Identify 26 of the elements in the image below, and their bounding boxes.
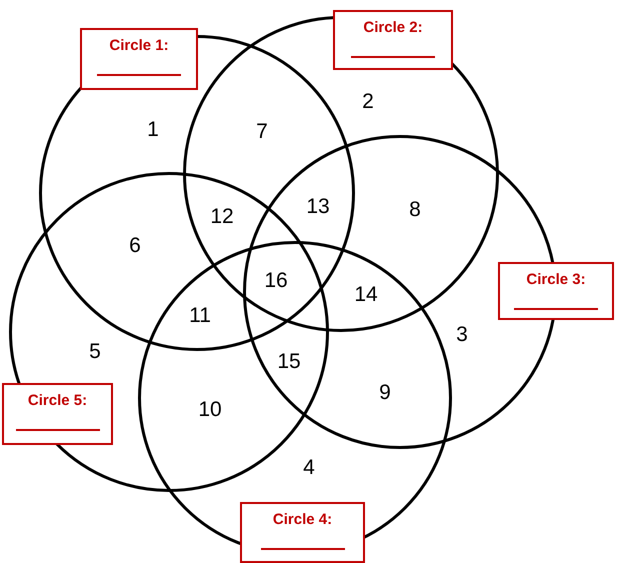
circle-label-box — [498, 262, 614, 320]
region-number: 13 — [306, 195, 330, 219]
region-number: 2 — [362, 90, 374, 114]
region-number: 5 — [89, 340, 101, 364]
region-number: 14 — [354, 283, 378, 307]
circle-label: Circle 2: — [363, 19, 423, 36]
region-number: 8 — [409, 198, 421, 222]
circle-label: Circle 5: — [28, 392, 88, 409]
circle-label-box — [333, 10, 453, 70]
region-number: 3 — [456, 323, 468, 347]
circle-label: Circle 1: — [109, 37, 169, 54]
region-number: 11 — [189, 304, 211, 328]
region-number: 1 — [147, 118, 159, 142]
region-number: 12 — [210, 205, 234, 229]
circle-label: Circle 4: — [272, 511, 332, 528]
region-number: 15 — [277, 350, 301, 374]
circle-label-box — [80, 28, 198, 90]
region-number: 10 — [198, 398, 222, 422]
circle-label: Circle 3: — [526, 271, 586, 288]
region-number: 16 — [264, 269, 288, 293]
region-number: 7 — [256, 120, 268, 144]
circle-label-box — [240, 502, 365, 563]
region-number: 4 — [303, 456, 315, 480]
region-number: 9 — [379, 381, 391, 405]
circle-label-box — [2, 383, 113, 445]
region-number: 6 — [129, 234, 141, 258]
